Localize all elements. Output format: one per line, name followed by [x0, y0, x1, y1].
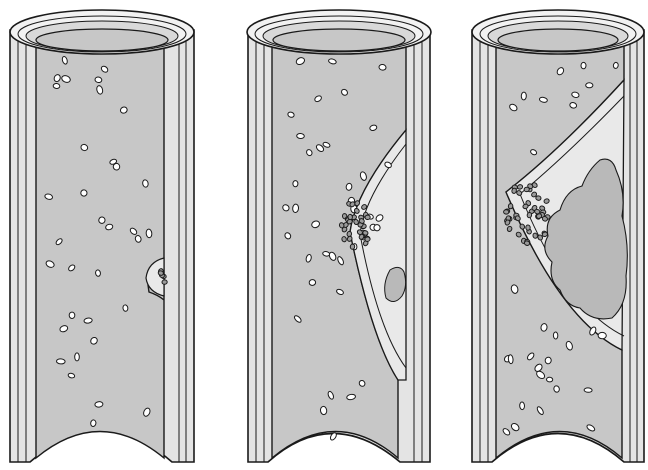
- blood-cell: [586, 83, 593, 88]
- blood-cell: [146, 229, 152, 238]
- blood-cell: [297, 133, 305, 139]
- foam-cell: [350, 244, 355, 250]
- blood-cell: [584, 388, 592, 393]
- foam-cell: [162, 280, 167, 285]
- blood-cell: [508, 354, 514, 363]
- artery-lumen: [36, 38, 164, 458]
- blood-cell: [320, 406, 327, 415]
- blood-cell: [123, 305, 129, 312]
- blood-cell: [545, 357, 552, 365]
- foam-cell: [364, 236, 370, 242]
- foam-cell: [526, 225, 531, 230]
- artery-lumen-opening: [273, 29, 405, 51]
- foam-cell: [365, 215, 371, 220]
- artery-stage-1: [10, 10, 194, 462]
- blood-cell: [598, 332, 606, 339]
- foam-cell: [348, 214, 353, 220]
- blood-cell: [69, 312, 75, 319]
- blood-cell: [95, 401, 104, 407]
- blood-cell: [95, 270, 101, 277]
- artery-lumen-opening: [36, 29, 168, 51]
- artery-stage-2: [247, 10, 431, 462]
- blood-cell: [90, 420, 96, 427]
- blood-cell: [379, 64, 387, 71]
- blood-cell: [546, 377, 552, 382]
- artery-lumen-opening: [498, 29, 618, 51]
- blood-cell: [520, 402, 525, 410]
- foam-cell: [508, 203, 513, 209]
- foam-cell: [503, 210, 508, 215]
- blood-cell: [84, 318, 93, 324]
- blood-cell: [56, 359, 65, 365]
- blood-cell: [309, 279, 316, 286]
- blood-cell: [292, 204, 299, 213]
- foam-cell: [535, 195, 541, 200]
- blood-cell: [581, 62, 586, 68]
- artery-stage-3: [472, 10, 644, 462]
- blood-cell: [75, 353, 80, 361]
- blood-cell: [613, 62, 619, 69]
- blood-cell: [553, 332, 558, 339]
- foam-cell: [339, 222, 345, 228]
- foam-cell: [527, 212, 533, 218]
- foam-cell: [341, 236, 347, 242]
- blood-cell: [293, 181, 298, 187]
- blood-cell: [521, 92, 526, 100]
- blood-cell: [53, 83, 60, 89]
